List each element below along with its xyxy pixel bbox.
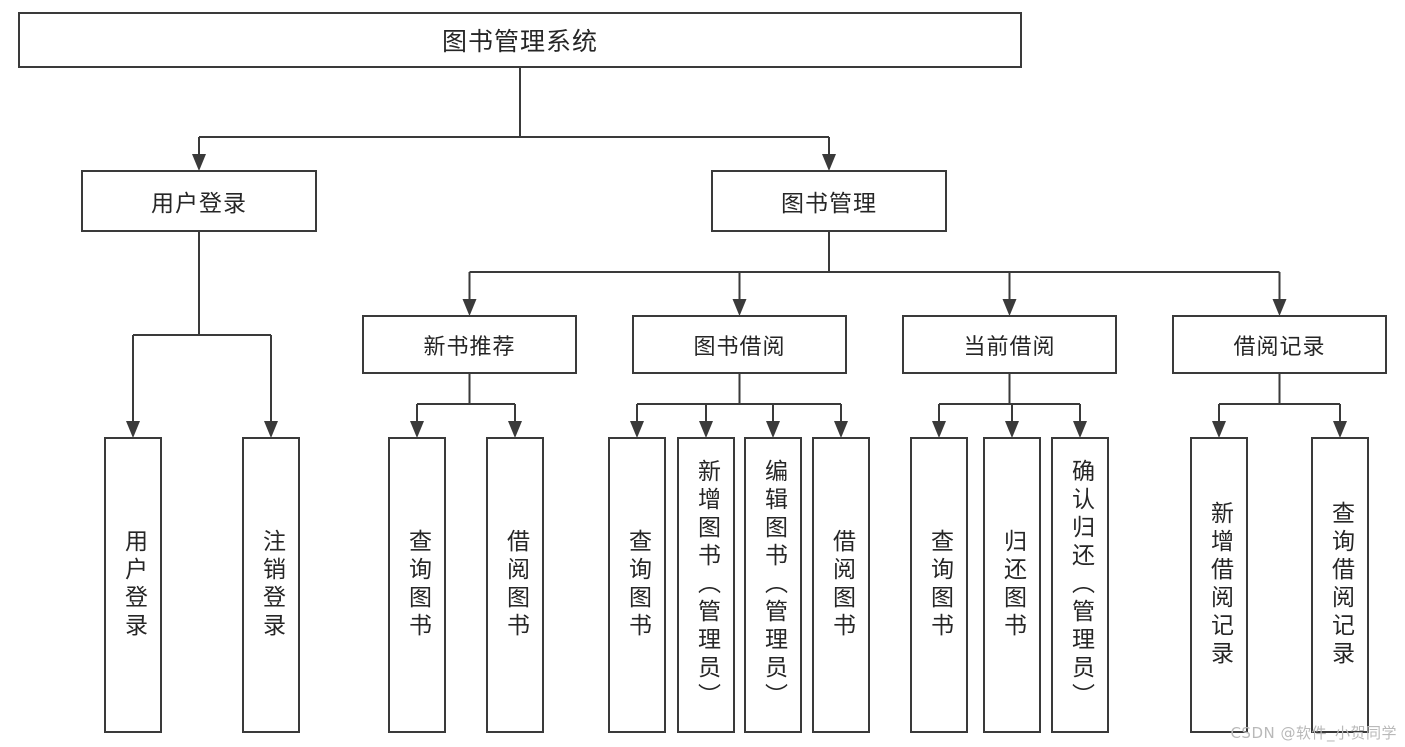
node-label: 新增图书（管理员） [693,459,720,711]
node-label: 注销登录 [258,529,285,641]
node-label: 查询图书 [926,529,953,641]
node-leaf-edit-book[interactable]: 编辑图书（管理员） [744,437,802,733]
node-label: 用户登录 [151,191,247,217]
node-label: 新书推荐 [423,334,516,360]
node-leaf-add-record[interactable]: 新增借阅记录 [1190,437,1248,733]
node-current-borrow[interactable]: 当前借阅 [902,315,1117,374]
node-label: 归还图书 [999,529,1026,641]
node-leaf-query-record[interactable]: 查询借阅记录 [1311,437,1369,733]
node-label: 借阅图书 [828,529,855,641]
node-user-login[interactable]: 用户登录 [81,170,317,232]
node-label: 编辑图书（管理员） [760,459,787,711]
node-leaf-borrow-book-2[interactable]: 借阅图书 [812,437,870,733]
node-label: 图书管理 [781,191,877,217]
node-leaf-logout[interactable]: 注销登录 [242,437,300,733]
node-label: 图书管理系统 [441,27,598,56]
node-leaf-query-book-1[interactable]: 查询图书 [388,437,446,733]
node-label: 用户登录 [120,529,147,641]
node-label: 查询图书 [404,529,431,641]
node-label: 确认归还（管理员） [1067,459,1094,711]
node-root[interactable]: 图书管理系统 [18,12,1022,68]
node-leaf-query-book-3[interactable]: 查询图书 [910,437,968,733]
node-new-book-recommend[interactable]: 新书推荐 [362,315,577,374]
node-label: 图书借阅 [693,334,786,360]
node-leaf-return-book[interactable]: 归还图书 [983,437,1041,733]
node-label: 查询借阅记录 [1327,501,1354,669]
node-leaf-borrow-book-1[interactable]: 借阅图书 [486,437,544,733]
watermark: CSDN @软件_小贺同学 [1230,724,1397,742]
node-book-borrow[interactable]: 图书借阅 [632,315,847,374]
node-label: 当前借阅 [963,334,1056,360]
node-book-manage[interactable]: 图书管理 [711,170,947,232]
node-leaf-confirm-return[interactable]: 确认归还（管理员） [1051,437,1109,733]
node-leaf-add-book[interactable]: 新增图书（管理员） [677,437,735,733]
node-leaf-user-login[interactable]: 用户登录 [104,437,162,733]
node-leaf-query-book-2[interactable]: 查询图书 [608,437,666,733]
node-label: 新增借阅记录 [1206,501,1233,669]
node-borrow-record[interactable]: 借阅记录 [1172,315,1387,374]
node-label: 借阅图书 [502,529,529,641]
node-label: 借阅记录 [1233,334,1326,360]
node-label: 查询图书 [624,529,651,641]
